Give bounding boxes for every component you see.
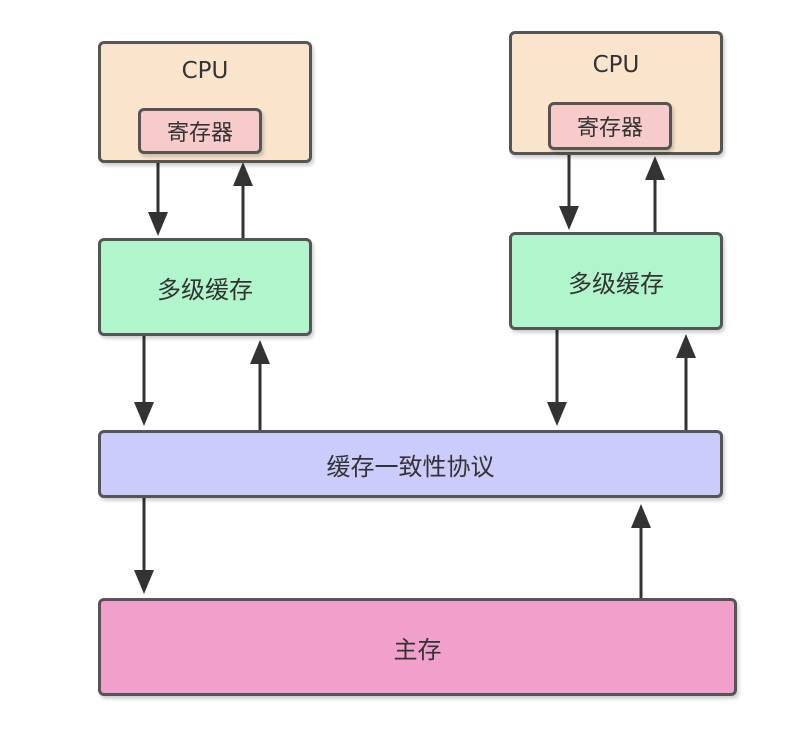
arrow-right-cache-to-cpu-head [645,156,665,180]
register-box-right: 寄存器 [548,102,672,150]
protocol-bar: 缓存一致性协议 [98,430,723,498]
register-box-left: 寄存器 [138,108,262,154]
cpu-label-right: CPU [592,52,640,78]
arrow-right-cpu-to-cache-head [559,206,579,230]
arrow-left-cpu-to-cache-head [148,212,168,236]
arrow-protocol-to-memory-head [134,570,154,594]
arrow-left-cache-to-protocol-head [134,402,154,426]
arrow-protocol-to-left-cache-head [250,340,270,364]
main-memory-box: 主存 [98,598,737,696]
arrow-left-cache-to-cpu-head [233,162,253,186]
cpu-label-left: CPU [181,58,229,84]
cache-box-right: 多级缓存 [509,232,723,330]
arrow-memory-to-protocol-head [631,504,651,528]
cache-box-left: 多级缓存 [98,238,312,336]
arrow-protocol-to-right-cache-head [676,334,696,358]
arrow-right-cache-to-protocol-head [547,402,567,426]
